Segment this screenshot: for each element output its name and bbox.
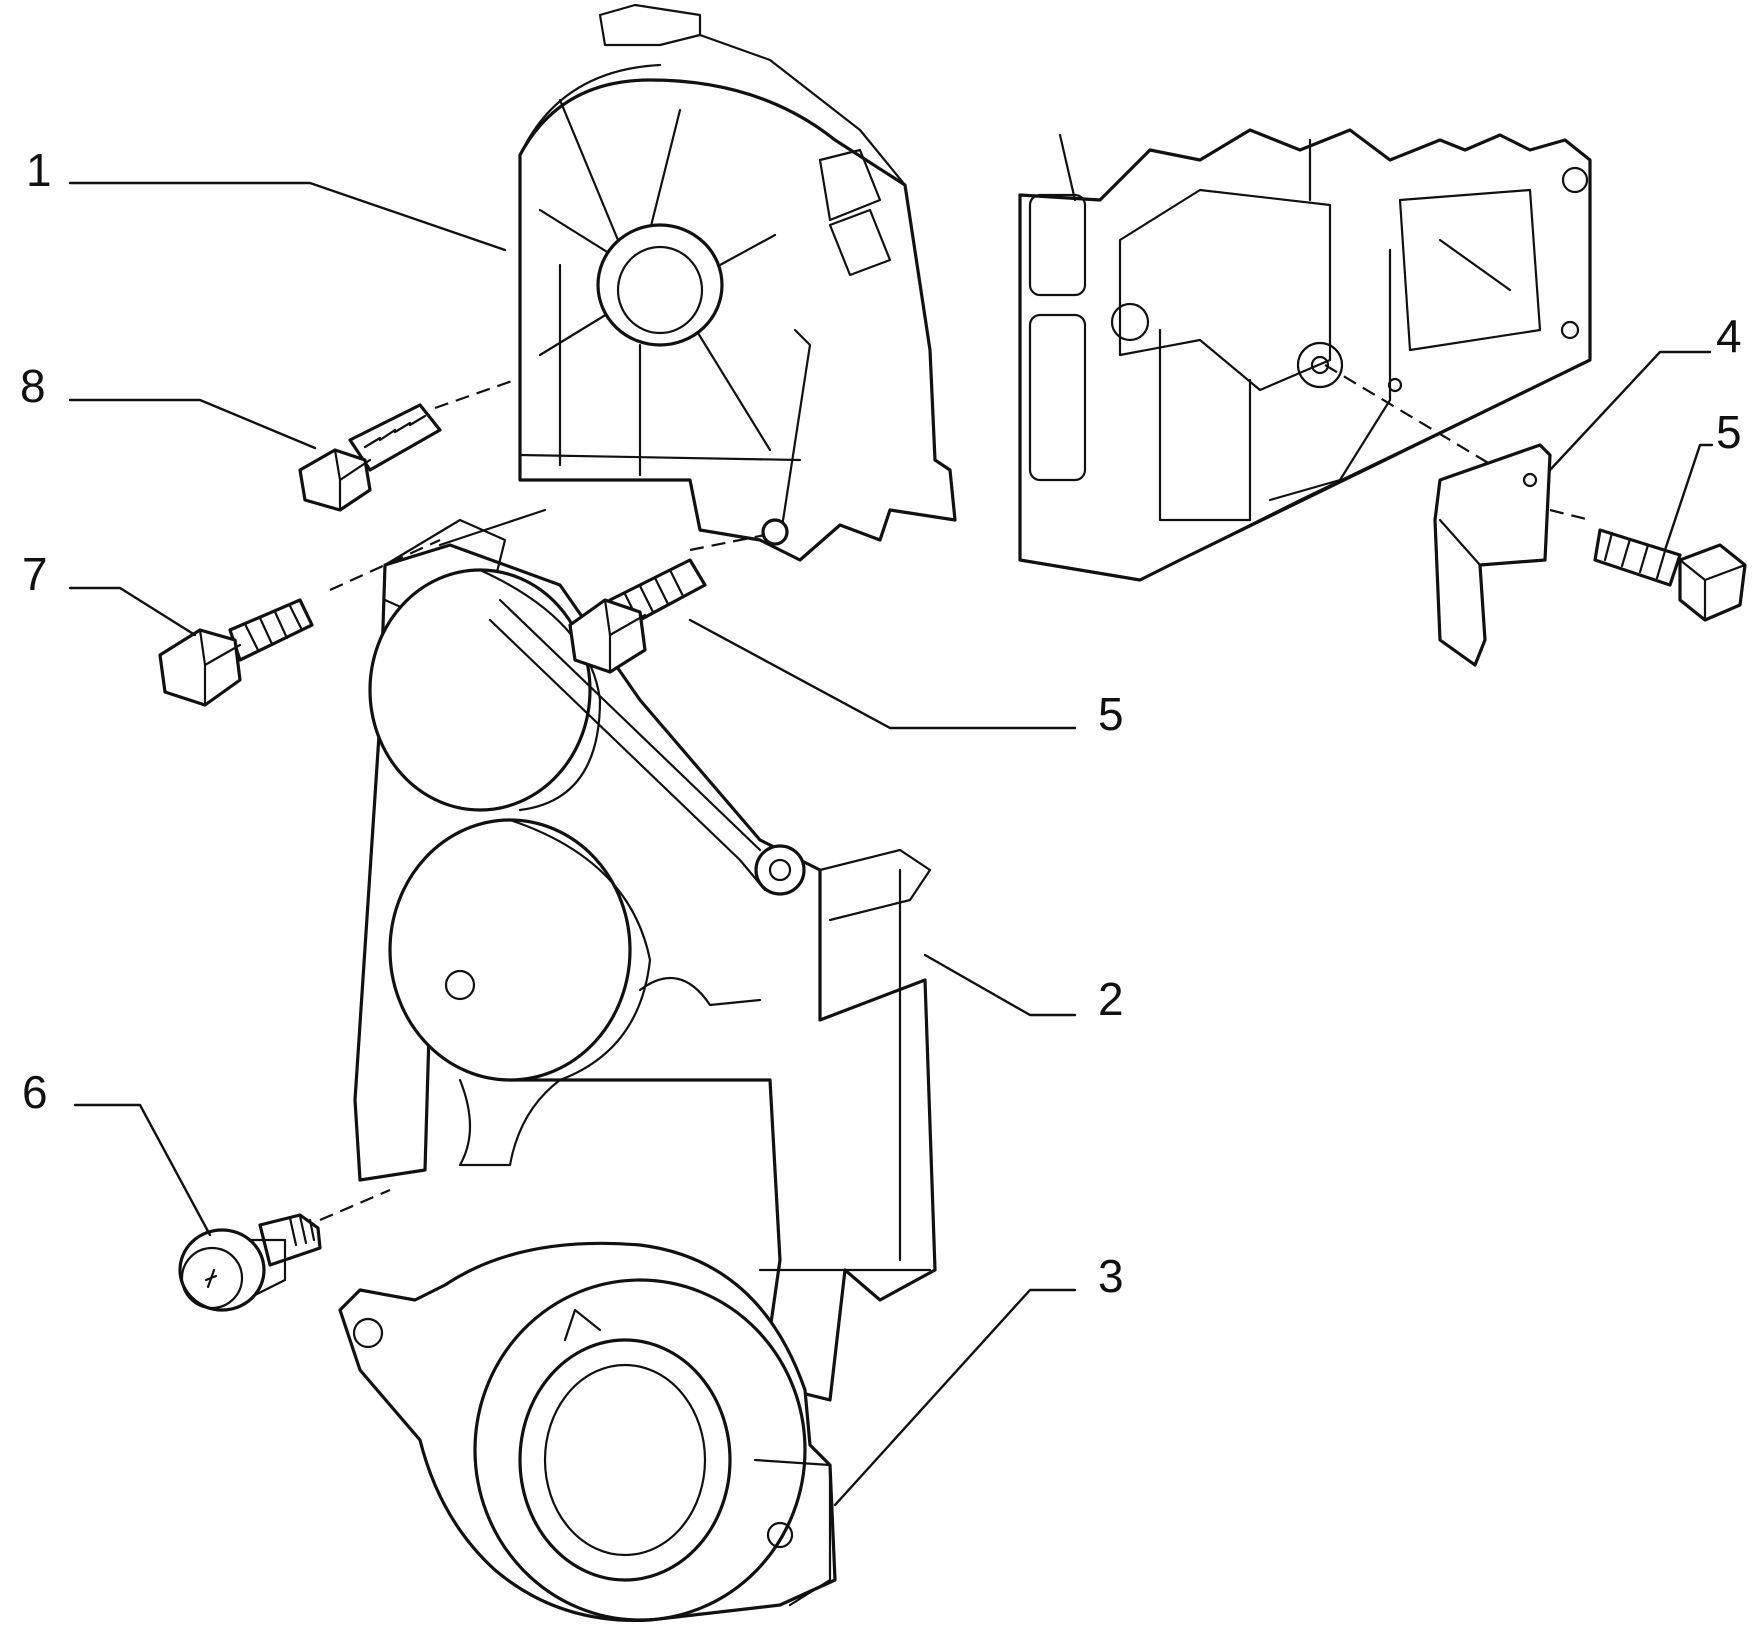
leader-5-right: [1663, 443, 1714, 552]
bolt-5-right: [1593, 528, 1747, 622]
upper-timing-cover: [518, 3, 957, 562]
leader-6: [73, 1103, 212, 1237]
leader-2: [923, 953, 1077, 1017]
callout-8: 8: [20, 360, 46, 412]
callout-1: 1: [26, 144, 52, 196]
callout-4: 4: [1716, 310, 1742, 362]
callout-labels: 1 8 7 5 2 3 6 4 5: [20, 144, 1742, 1302]
callout-3: 3: [1098, 1250, 1124, 1302]
leader-lines: [68, 181, 1714, 1507]
leader-1: [68, 181, 507, 252]
callout-2: 2: [1098, 973, 1124, 1025]
crank-seal-housing: [338, 1241, 837, 1623]
shoulder-bolt-6: [178, 1213, 322, 1312]
bolt-5-center: [568, 558, 707, 674]
alignment-lines: [319, 364, 1591, 1222]
bracket-plate: [1433, 443, 1552, 667]
leader-7: [68, 586, 197, 637]
callout-5-center: 5: [1098, 688, 1124, 740]
leader-3: [833, 1288, 1077, 1507]
engine-block-outline: [1018, 128, 1592, 582]
callout-6: 6: [22, 1066, 48, 1118]
leader-8: [68, 398, 317, 450]
bolt-7: [158, 598, 314, 707]
bolt-8: [298, 403, 442, 512]
leader-5-center: [688, 618, 1077, 730]
leader-4: [1548, 350, 1712, 472]
callout-7: 7: [22, 548, 48, 600]
lower-timing-cover: [353, 508, 937, 1402]
callout-5-right: 5: [1716, 406, 1742, 458]
